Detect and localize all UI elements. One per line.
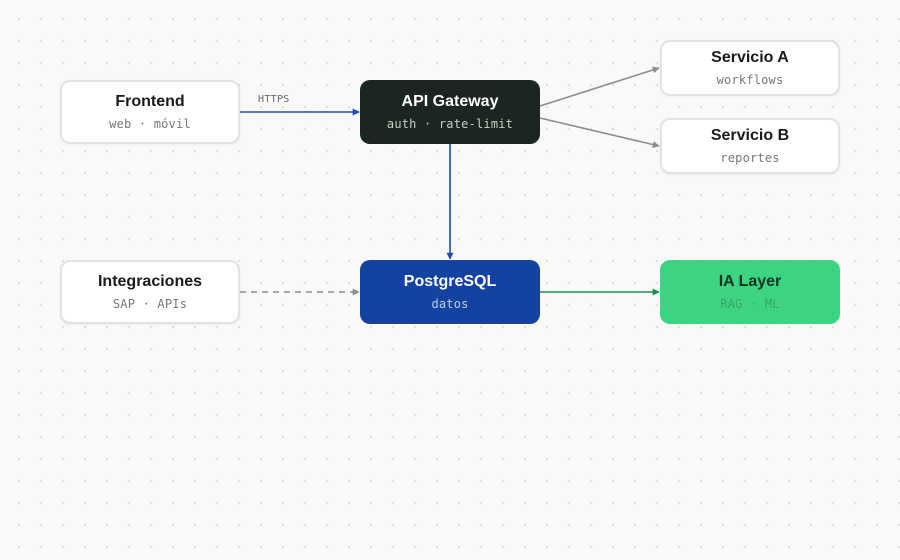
node-subtitle: auth · rate-limit [386, 117, 514, 131]
node-subtitle: RAG · ML [720, 297, 780, 311]
edge-label-https: HTTPS [258, 94, 290, 105]
node-subtitle: workflows [716, 73, 784, 87]
node-title: API Gateway [401, 93, 499, 110]
node-integraciones[interactable]: Integraciones SAP · APIs [60, 260, 240, 324]
edge-gateway-servicio-b [539, 117, 660, 148]
node-subtitle: datos [431, 297, 469, 311]
node-subtitle: SAP · APIs [112, 297, 188, 311]
node-title: Integraciones [97, 273, 203, 290]
edge-gateway-servicio-a [539, 66, 660, 107]
node-postgresql[interactable]: PostgreSQL datos [360, 260, 540, 324]
node-api-gateway[interactable]: API Gateway auth · rate-limit [360, 80, 540, 144]
node-subtitle: reportes [720, 151, 780, 165]
node-servicio-a[interactable]: Servicio A workflows [660, 40, 840, 96]
node-title: Servicio B [710, 127, 790, 144]
node-title: Frontend [115, 93, 185, 110]
node-ia-layer[interactable]: IA Layer RAG · ML [660, 260, 840, 324]
node-title: IA Layer [718, 273, 782, 290]
node-frontend[interactable]: Frontend web · móvil [60, 80, 240, 144]
node-subtitle: web · móvil [109, 117, 191, 131]
node-title: PostgreSQL [403, 273, 497, 290]
node-title: Servicio A [711, 49, 789, 66]
node-servicio-b[interactable]: Servicio B reportes [660, 118, 840, 174]
